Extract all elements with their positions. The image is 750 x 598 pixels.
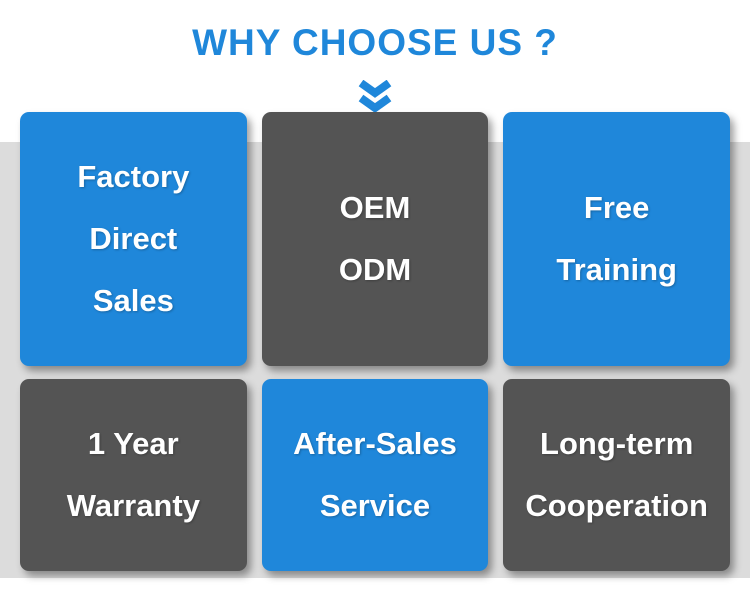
- card-text-line: Direct: [89, 221, 178, 256]
- card-text-line: After-Sales: [293, 426, 457, 461]
- card-text-line: OEM: [339, 190, 411, 225]
- card-text-line: Sales: [92, 283, 174, 318]
- card-text-line: Warranty: [66, 488, 200, 523]
- card-oem-odm: OEM ODM: [261, 112, 489, 366]
- card-text-line: Service: [319, 488, 431, 523]
- card-text-line: Free: [583, 190, 650, 225]
- card-text-line: Cooperation: [525, 488, 708, 523]
- double-chevron-down-icon: [354, 79, 396, 116]
- card-text-line: ODM: [338, 252, 412, 287]
- card-text-line: Long-term: [540, 426, 694, 461]
- page-title: WHY CHOOSE US ?: [192, 22, 558, 63]
- card-text-line: Factory: [77, 159, 190, 194]
- card-text-line: Training: [556, 252, 677, 287]
- card-text-line: 1 Year: [87, 426, 179, 461]
